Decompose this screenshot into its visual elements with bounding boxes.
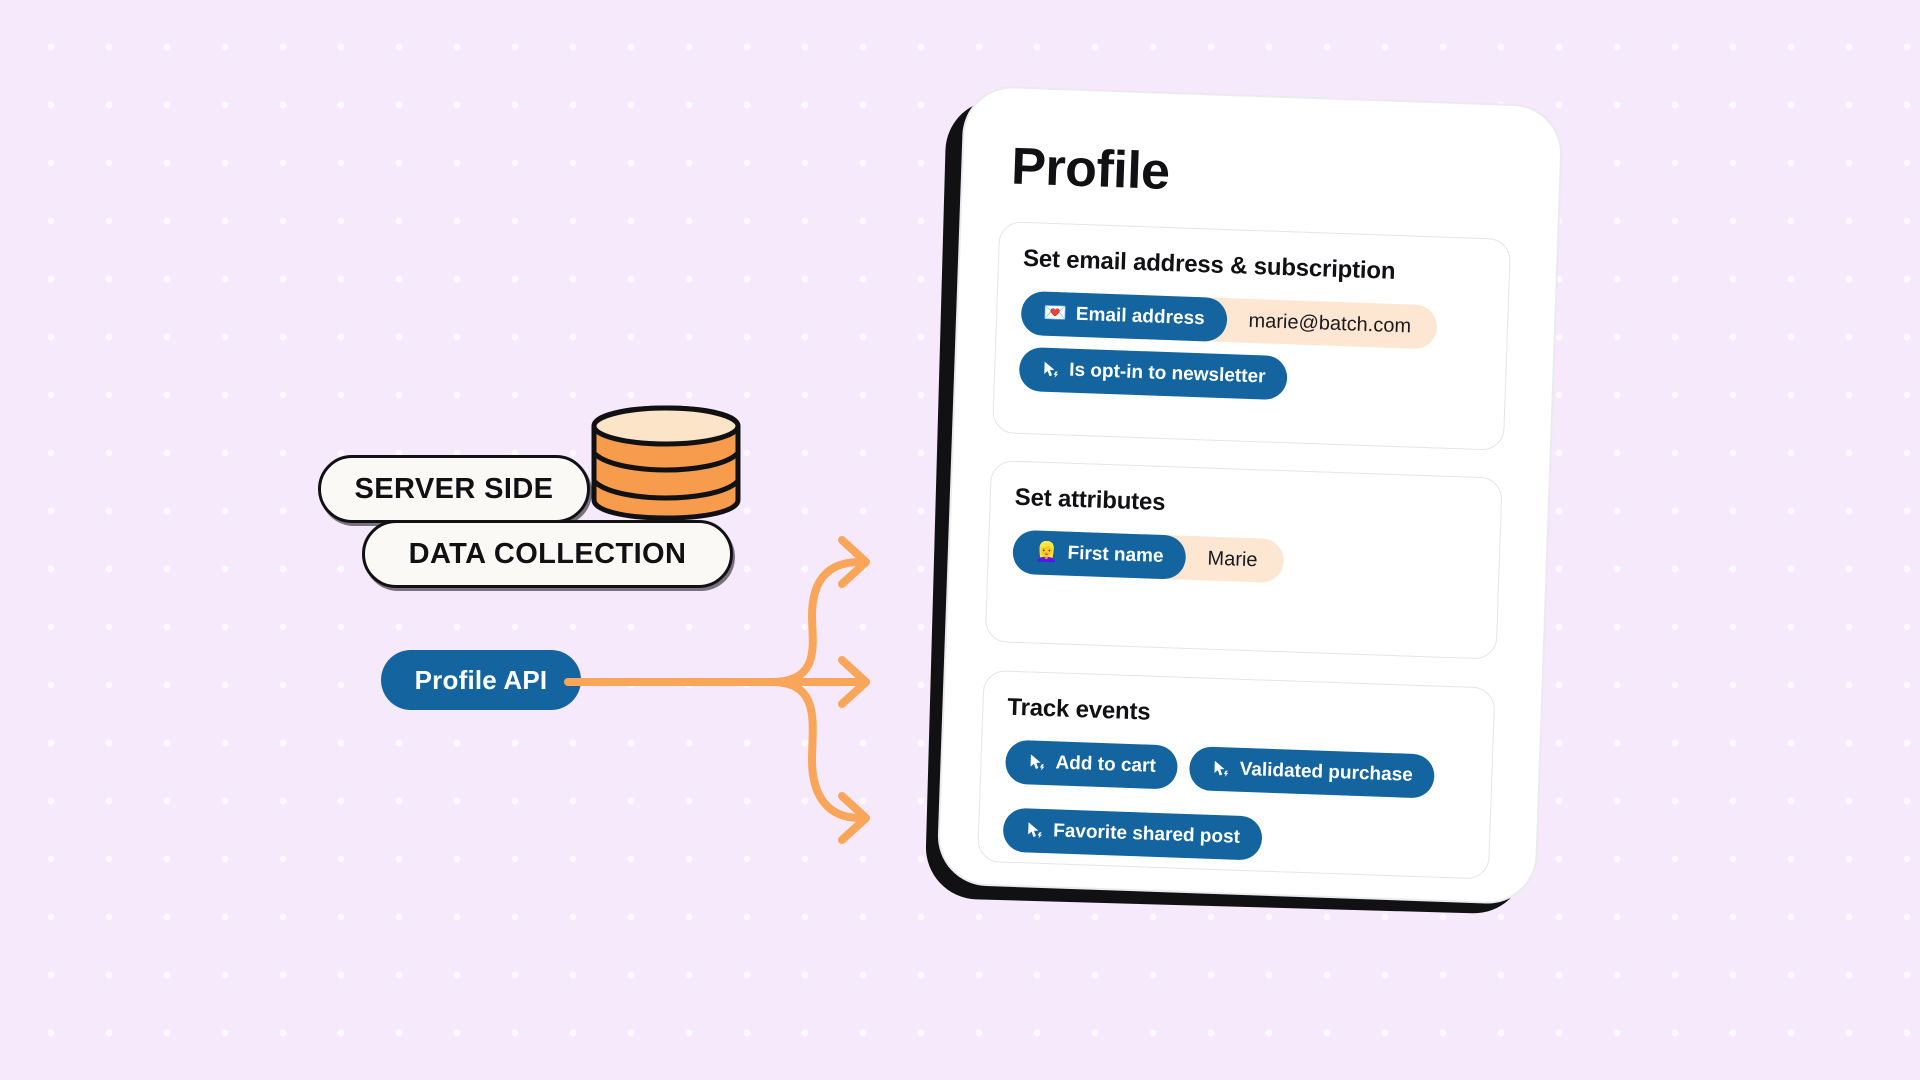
chip-email-address[interactable]: 💌 Email address [1020,290,1228,343]
attribute-value-first-name: Marie [1207,547,1258,571]
section-title: Set email address & subscription [1022,244,1396,285]
love-letter-icon: 💌 [1042,302,1068,325]
profile-api-button[interactable]: Profile API [381,650,581,710]
label-server-side: SERVER SIDE [318,455,590,523]
page-title: Profile [1010,137,1171,201]
database-cylinder-icon [586,404,746,524]
label-data-collection-text: DATA COLLECTION [408,537,687,570]
chip-validated-purchase[interactable]: Validated purchase [1188,746,1436,799]
chip-is-opt-in-to-newsletter[interactable]: Is opt-in to newsletter [1018,346,1289,401]
section-chip-row: 👱‍♀️ First name Marie [1012,529,1476,602]
section-track-events: Track events Add to cart [977,669,1496,880]
attribute-pair-first-name[interactable]: 👱‍♀️ First name Marie [1012,529,1285,584]
chip-label: Add to cart [1055,752,1157,777]
blonde-woman-icon: 👱‍♀️ [1034,541,1059,564]
arrow-head-top [838,536,870,588]
section-chip-row: Add to cart Validated purchase [1002,739,1468,880]
chip-add-to-cart[interactable]: Add to cart [1004,739,1179,790]
section-set-attributes: Set attributes 👱‍♀️ First name Marie [984,459,1503,660]
section-title: Set attributes [1014,483,1166,517]
section-title: Track events [1006,693,1151,726]
arrow-head-middle [838,656,870,708]
profile-api-button-label: Profile API [414,664,548,695]
attribute-value-email: marie@batch.com [1248,309,1412,338]
label-data-collection: DATA COLLECTION [362,520,733,588]
section-set-email-address-subscription: Set email address & subscription 💌 Email… [992,221,1512,451]
chip-first-name[interactable]: 👱‍♀️ First name [1012,529,1187,580]
cursor-click-icon [1025,820,1045,841]
chip-label: Email address [1075,303,1206,330]
cursor-click-icon [1027,752,1047,773]
label-server-side-text: SERVER SIDE [354,472,554,505]
chip-label: Is opt-in to newsletter [1068,359,1266,388]
device-screen: Profile Set email address & subscription… [936,84,1564,906]
cursor-click-icon [1211,759,1231,780]
section-chip-row-secondary: Is opt-in to newsletter [1018,346,1482,419]
attribute-pair-email-address[interactable]: 💌 Email address marie@batch.com [1020,290,1438,350]
chip-label: Validated purchase [1239,758,1414,786]
chip-label: First name [1067,542,1164,568]
cursor-click-icon [1041,360,1061,381]
arrow-head-bottom [838,792,870,844]
chip-label: Favorite shared post [1052,820,1241,848]
chip-favorite-shared-post[interactable]: Favorite shared post [1002,807,1263,861]
phone-mockup: Profile Set email address & subscription… [924,84,1564,915]
branching-arrows [560,420,920,920]
